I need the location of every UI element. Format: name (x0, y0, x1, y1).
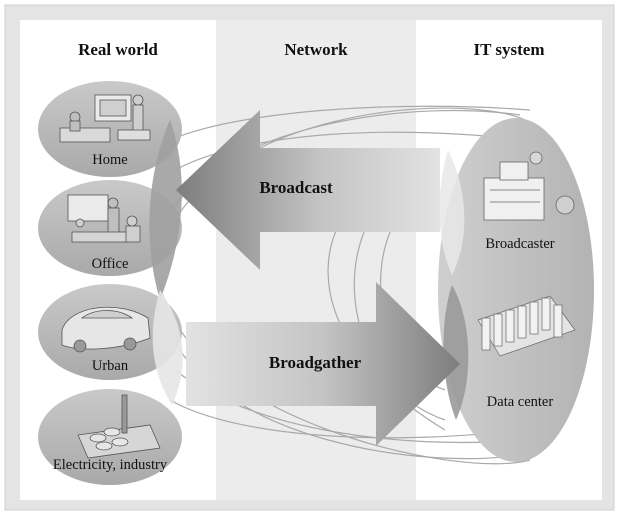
industry-label: Electricity, industry (52, 457, 168, 473)
broadgather-arrow (186, 282, 460, 446)
broadcast-arrow (176, 110, 440, 270)
broadcast-station-icon (483, 151, 575, 221)
data-center-label: Data center (486, 394, 554, 410)
it-system-ellipse (438, 118, 594, 462)
broadgather-label: Broadgather (268, 353, 362, 372)
home-scene-icon (59, 94, 151, 143)
factory-icon (77, 394, 161, 459)
urban-label: Urban (91, 358, 129, 374)
network-title: Network (284, 40, 348, 59)
home-label: Home (92, 152, 128, 168)
car-icon (61, 306, 151, 353)
office-label: Office (91, 256, 129, 272)
server-rack-icon (477, 295, 576, 357)
broadcaster-label: Broadcaster (485, 236, 555, 252)
broadcast-label: Broadcast (259, 178, 333, 197)
it-lens-upper (439, 150, 465, 275)
rw-lens-upper (149, 120, 182, 300)
real-world-title: Real world (78, 40, 158, 59)
office-scene-icon (67, 194, 141, 243)
it-system-title: IT system (473, 40, 545, 59)
it-lens-lower (443, 285, 469, 420)
rw-lens-lower (152, 290, 183, 405)
